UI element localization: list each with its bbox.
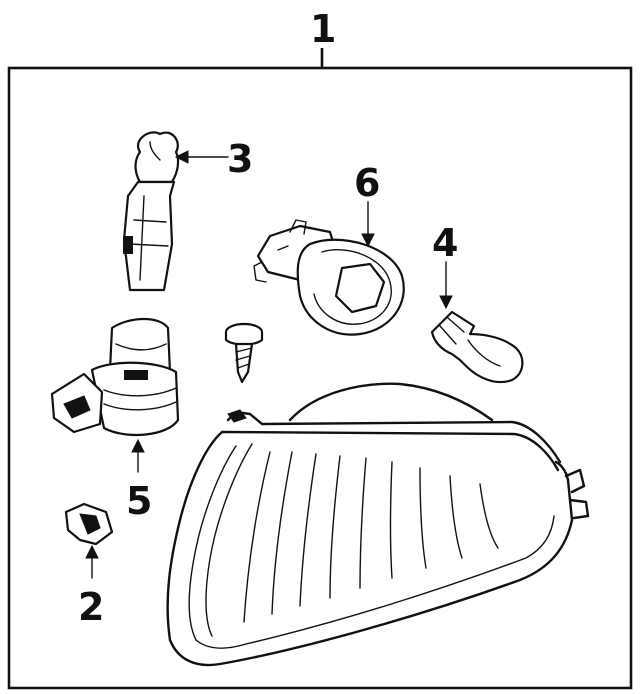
part-4-bulb[interactable]: [430, 310, 524, 384]
callout-3[interactable]: 3: [174, 137, 253, 181]
callout-5-label: 5: [126, 479, 152, 523]
part-2-clip[interactable]: [64, 502, 114, 546]
callout-3-label: 3: [227, 137, 253, 181]
callout-4[interactable]: 4: [432, 221, 458, 310]
callout-6-arrowhead: [361, 233, 375, 248]
callout-5-arrowhead: [131, 438, 145, 453]
callout-5[interactable]: 5: [126, 438, 152, 523]
callout-1[interactable]: 1: [310, 7, 336, 68]
callout-1-label: 1: [310, 7, 336, 51]
callout-6-label: 6: [354, 161, 380, 205]
callout-4-label: 4: [432, 221, 458, 265]
callout-4-arrowhead: [439, 295, 453, 310]
assembly-frame: [7, 66, 633, 690]
callout-6[interactable]: 6: [354, 161, 380, 248]
part-5-socket[interactable]: [50, 318, 180, 437]
lamp-assembly[interactable]: [166, 382, 590, 667]
screw: [224, 322, 264, 384]
part-6-socket[interactable]: [253, 219, 405, 336]
part-3-bulb[interactable]: [122, 131, 180, 292]
callout-2-arrowhead: [85, 544, 99, 559]
callout-2-label: 2: [78, 585, 104, 629]
callout-3-arrowhead: [174, 150, 189, 164]
callout-2[interactable]: 2: [78, 544, 104, 629]
